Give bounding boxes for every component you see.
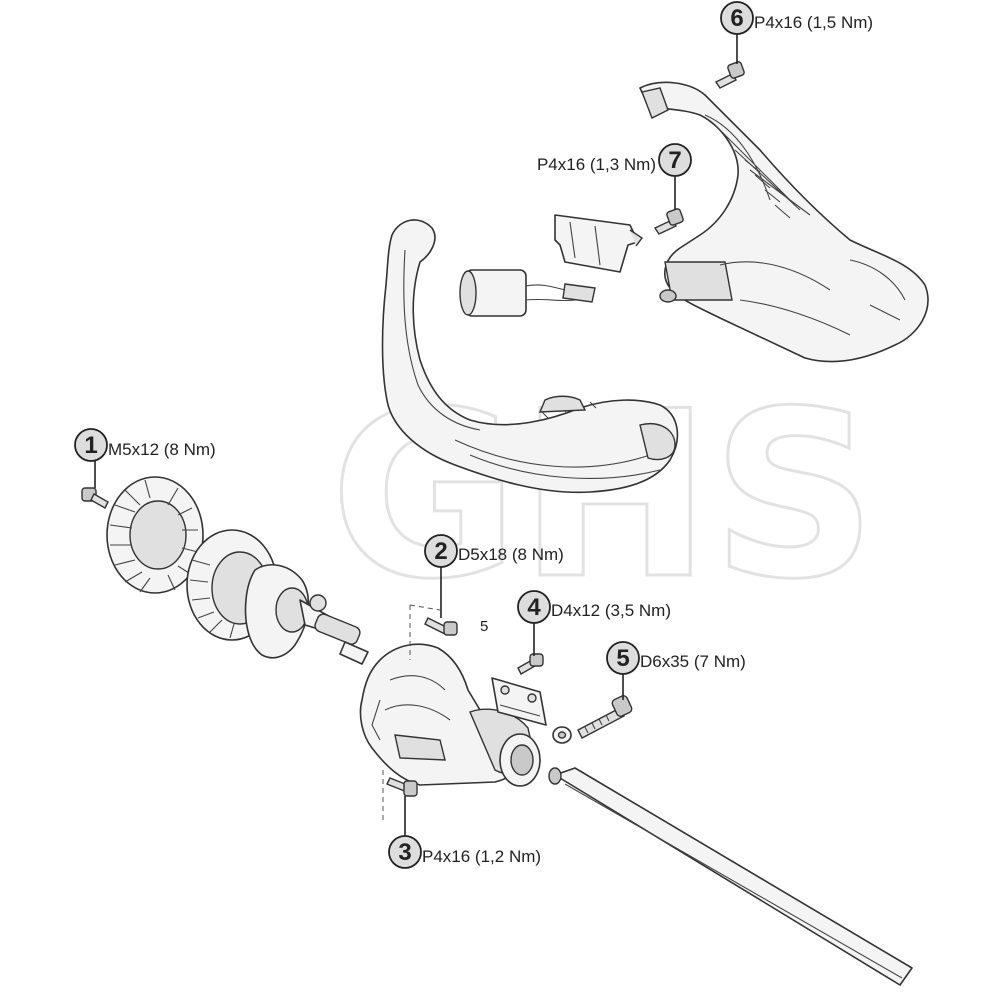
callout-1-number: 1 bbox=[84, 432, 97, 459]
clutch-drum-part bbox=[244, 564, 369, 665]
screw-6 bbox=[714, 61, 745, 89]
screw-3 bbox=[386, 777, 418, 797]
callout-6-circle bbox=[720, 1, 754, 35]
switch-bracket-part bbox=[554, 214, 644, 273]
callout-4-spec: D4x12 (3,5 Nm) bbox=[551, 601, 671, 620]
front-handle-part bbox=[381, 219, 679, 494]
callout-2-number: 2 bbox=[434, 538, 447, 565]
reference-label: 5 bbox=[480, 618, 488, 635]
washer-part bbox=[552, 726, 572, 744]
screw-5 bbox=[577, 695, 633, 739]
callout-2-circle bbox=[424, 534, 458, 568]
screw-7 bbox=[653, 208, 684, 235]
drive-shaft-tube-part bbox=[548, 767, 913, 986]
callout-3-circle bbox=[388, 835, 422, 869]
screw-2 bbox=[424, 617, 458, 636]
screw-1 bbox=[81, 487, 109, 509]
plug-connector-part bbox=[459, 269, 596, 317]
callout-4: 4 D4x12 (3,5 Nm) bbox=[517, 590, 671, 656]
callout-4-number: 4 bbox=[527, 594, 541, 621]
fan-cover-part bbox=[106, 476, 204, 594]
gear-housing-part bbox=[359, 643, 541, 787]
callout-5-number: 5 bbox=[616, 645, 629, 672]
callout-6-spec: P4x16 (1,5 Nm) bbox=[754, 13, 873, 32]
callout-7-number: 7 bbox=[668, 147, 681, 174]
callout-1-circle bbox=[74, 428, 108, 462]
callout-7-spec: P4x16 (1,3 Nm) bbox=[537, 155, 656, 174]
callout-7-circle bbox=[658, 143, 692, 177]
callout-5-circle bbox=[606, 641, 640, 675]
callout-1: 1 M5x12 (8 Nm) bbox=[74, 428, 216, 488]
upper-housing-part bbox=[639, 81, 929, 363]
callout-2: 2 D5x18 (8 Nm) bbox=[424, 534, 564, 618]
callout-2-spec: D5x18 (8 Nm) bbox=[458, 545, 564, 564]
callout-4-circle bbox=[517, 590, 551, 624]
callout-7: 7 P4x16 (1,3 Nm) bbox=[537, 143, 692, 210]
callout-3-number: 3 bbox=[398, 839, 411, 866]
callout-5: 5 D6x35 (7 Nm) bbox=[606, 641, 746, 700]
callout-3-spec: P4x16 (1,2 Nm) bbox=[422, 847, 541, 866]
callout-1-spec: M5x12 (8 Nm) bbox=[108, 440, 216, 459]
callout-6: 6 P4x16 (1,5 Nm) bbox=[720, 1, 873, 64]
screw-4 bbox=[517, 653, 544, 675]
callout-6-number: 6 bbox=[730, 5, 743, 32]
callout-3: 3 P4x16 (1,2 Nm) bbox=[388, 796, 541, 869]
mounting-bracket-part bbox=[491, 677, 547, 726]
callout-5-spec: D6x35 (7 Nm) bbox=[640, 652, 746, 671]
